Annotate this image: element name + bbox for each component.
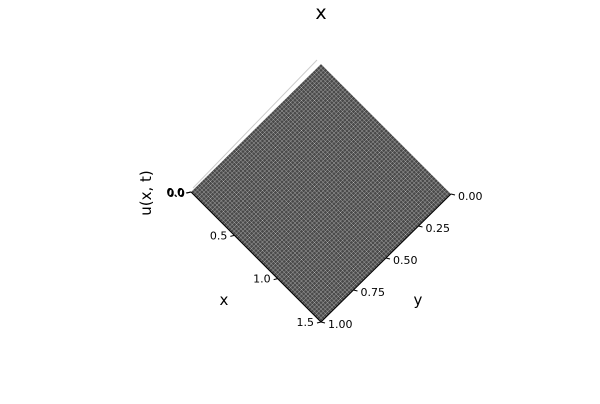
mesh-line-y xyxy=(242,140,374,271)
mesh-line-y xyxy=(234,149,365,280)
mesh-line-y xyxy=(286,97,417,229)
y-tick xyxy=(418,225,423,228)
mesh-line-y xyxy=(320,63,452,195)
mesh-line-y xyxy=(283,100,415,231)
y-axis-label: y xyxy=(414,291,423,309)
z-tick xyxy=(185,191,192,194)
y-tick-label: 1.00 xyxy=(328,318,353,331)
mesh-line-y xyxy=(312,72,443,203)
mesh-line-y xyxy=(257,125,389,257)
mesh-line-y xyxy=(231,151,363,282)
mesh-line-y xyxy=(253,129,385,261)
mesh-line-y xyxy=(201,181,333,312)
mesh-line-y xyxy=(305,78,437,210)
chart-title: x xyxy=(315,2,326,24)
x-tick-label: 0.5 xyxy=(210,229,228,242)
mesh-line-y xyxy=(314,70,445,201)
mesh-line-y xyxy=(273,110,404,242)
mesh-line-y xyxy=(255,127,387,259)
x-axis-label: x xyxy=(220,291,229,309)
y-tick-label: 0.50 xyxy=(393,254,418,267)
mesh-line-y xyxy=(264,119,395,250)
mesh-line-y xyxy=(212,170,343,301)
mesh-line-y xyxy=(275,108,406,239)
mesh-line-y xyxy=(260,123,391,254)
y-tick-label: 0.75 xyxy=(361,286,386,299)
mesh-line-y xyxy=(288,95,419,227)
x-tick xyxy=(316,321,322,324)
mesh-line-y xyxy=(229,153,361,284)
mesh-line-y xyxy=(236,147,367,278)
mesh-line-y xyxy=(294,89,426,220)
y-tick xyxy=(320,321,326,324)
mesh-line-y xyxy=(238,144,369,276)
mesh-line-y xyxy=(214,168,346,299)
mesh-line-y xyxy=(197,185,328,316)
y-tick xyxy=(385,257,391,260)
z-tick-label: 0.0 xyxy=(167,186,185,199)
y-tick-label: 0.25 xyxy=(426,222,451,235)
mesh-line-y xyxy=(199,183,330,314)
mesh-line-y xyxy=(244,138,376,269)
mesh-line-y xyxy=(277,106,408,237)
y-tick-label: 0.00 xyxy=(458,190,483,203)
z-tick-label: 0.0 xyxy=(168,187,186,200)
x-tick xyxy=(273,278,278,281)
x-tick-label: 0.0 xyxy=(167,186,185,199)
mesh-line-y xyxy=(318,65,450,197)
mesh-line-y xyxy=(301,83,432,214)
surface-mesh xyxy=(190,63,452,323)
mesh-line-y xyxy=(303,80,434,212)
z-axis-label: u(x, t) xyxy=(137,170,155,216)
mesh-line-y xyxy=(299,85,430,216)
y-tick xyxy=(353,289,358,292)
mesh-line-y xyxy=(266,117,398,248)
mesh-line-y xyxy=(203,179,335,310)
mesh-line-y xyxy=(192,189,324,321)
mesh-line-y xyxy=(262,121,393,252)
mesh-line-y xyxy=(216,166,348,297)
axes: 0.00.51.01.50.000.250.500.751.000.00.00.… xyxy=(167,59,483,331)
mesh-line-y xyxy=(221,161,352,293)
mesh-line-y xyxy=(225,157,356,289)
mesh-line-y xyxy=(247,136,378,267)
x-tick-label: 1.5 xyxy=(297,316,315,329)
mesh-line-y xyxy=(296,87,428,218)
mesh-line-y xyxy=(205,176,337,308)
mesh-line-y xyxy=(240,142,372,274)
mesh-line-y xyxy=(281,102,413,233)
mesh-line-y xyxy=(292,91,424,222)
mesh-line-y xyxy=(249,134,380,265)
back-edge xyxy=(192,59,318,189)
mesh-line-y xyxy=(251,132,382,263)
mesh-line-y xyxy=(268,115,400,246)
y-tick xyxy=(450,193,456,196)
x-tick xyxy=(230,234,235,237)
x-tick-label: 1.0 xyxy=(253,273,271,286)
z-tick-label: 0.0 xyxy=(167,187,185,200)
mesh-line-y xyxy=(316,68,447,199)
mesh-line-y xyxy=(270,112,402,244)
mesh-line-y xyxy=(223,159,354,291)
mesh-line-y xyxy=(208,174,339,306)
mesh-line-y xyxy=(307,76,439,207)
mesh-line-y xyxy=(279,104,411,235)
mesh-line-y xyxy=(218,164,350,295)
mesh-line-y xyxy=(309,74,441,205)
mesh-line-y xyxy=(195,187,326,318)
x-axis-line xyxy=(190,191,322,323)
mesh-line-y xyxy=(290,93,421,225)
mesh-line-y xyxy=(210,172,341,303)
mesh-line-y xyxy=(227,155,359,286)
